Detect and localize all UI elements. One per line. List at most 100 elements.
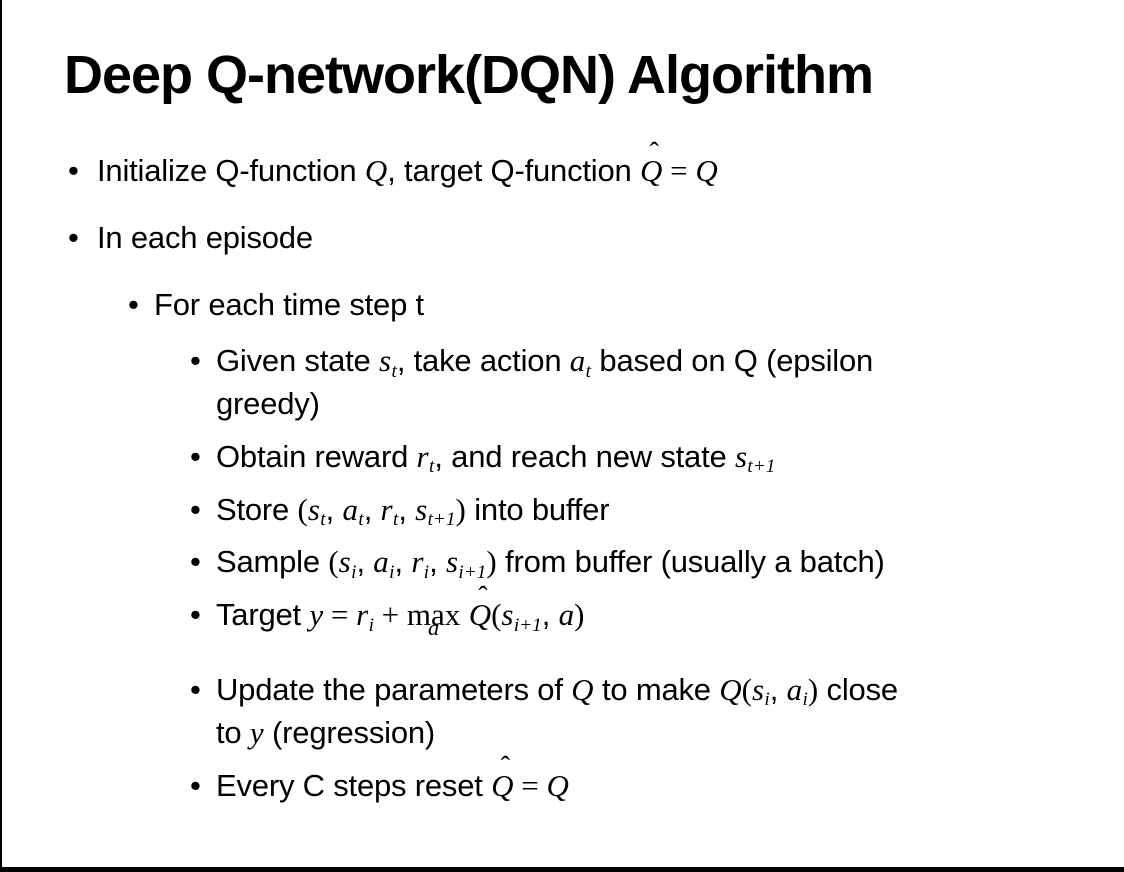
- bullet-marker: •: [128, 286, 139, 322]
- math-operator: =: [662, 153, 696, 189]
- math-symbol-with-subscript: st+1: [415, 491, 456, 531]
- text-run: from buffer (usually a batch): [496, 544, 885, 580]
- math-operator: ): [486, 544, 497, 580]
- text-run: Store: [216, 491, 298, 527]
- math-operator: +: [373, 597, 407, 633]
- math-operator: (: [328, 544, 339, 580]
- text-run: ,: [325, 491, 343, 527]
- math-symbol-with-subscript: si: [338, 544, 357, 583]
- bullet-item: •Store (st, at, rt, st+1) into buffer: [190, 489, 1086, 532]
- math-symbol: Q: [546, 767, 569, 803]
- text-run: Sample: [216, 544, 329, 580]
- bullet-item: • Given state st, take action at based on…: [190, 340, 1086, 426]
- bullet-item: • For each time step t: [128, 284, 1086, 327]
- text-run: ,: [769, 671, 787, 707]
- math-symbol-with-subscript: ai: [786, 671, 808, 711]
- math-symbol: Q: [571, 671, 594, 707]
- math-operator: (: [297, 491, 308, 527]
- hat-accent: ˆ: [649, 136, 659, 168]
- text-run: (regression): [263, 714, 436, 750]
- hat-accent: ˆ: [500, 751, 511, 783]
- text-run: [460, 597, 468, 632]
- max-label: max: [406, 597, 461, 633]
- text-run: Update the parameters of: [216, 671, 572, 707]
- text-run: For each time step t: [154, 286, 424, 322]
- bullet-marker: •: [68, 153, 79, 189]
- subscript: t: [428, 456, 435, 478]
- text-run: Target: [216, 597, 310, 633]
- text-run: into buffer: [465, 491, 610, 527]
- math-symbol: y: [309, 597, 324, 633]
- subscript: i: [802, 689, 808, 711]
- math-symbol-with-subscript: at: [569, 343, 591, 382]
- math-operator: (: [741, 671, 752, 707]
- text-run: ,: [429, 544, 446, 580]
- subscript: i+1: [513, 614, 542, 636]
- text-run: ,: [394, 544, 412, 580]
- text-run: , target Q-function: [387, 153, 640, 189]
- math-symbol: Q: [695, 153, 718, 189]
- math-operator: ): [807, 671, 819, 707]
- text-run: greedy): [216, 386, 320, 422]
- text-run: In each episode: [97, 219, 313, 255]
- math-symbol-with-subscript: ai: [373, 544, 395, 583]
- subscript: t: [392, 509, 399, 531]
- subscript: i: [351, 561, 357, 583]
- bullet-item: •Initialize Q-function Q, target Q-funct…: [68, 139, 1086, 193]
- bullet-marker: •: [190, 544, 201, 580]
- slide-title: Deep Q-network(DQN) Algorithm: [64, 45, 874, 105]
- bullet-marker: •: [68, 219, 79, 255]
- bullet-marker: •: [190, 671, 201, 707]
- subscript: t: [358, 509, 364, 531]
- text-run: to make: [593, 671, 720, 707]
- math-operator: =: [513, 767, 547, 803]
- text-run: ,: [398, 491, 416, 527]
- math-symbol-with-subscript: st: [379, 343, 397, 382]
- subscript: t: [585, 360, 591, 382]
- math-symbol: Q: [364, 153, 388, 189]
- text-run: , and reach new state: [434, 438, 735, 474]
- math-symbol-with-subscript: st: [307, 491, 326, 531]
- text-run: Obtain reward: [216, 438, 417, 474]
- math-operator: ): [574, 597, 585, 633]
- subscript: i: [389, 561, 395, 583]
- hat-accent: ˆ: [478, 581, 488, 613]
- math-symbol-with-subscript: si: [751, 671, 770, 711]
- bullet-list: •Initialize Q-function Q, target Q-funct…: [64, 139, 1086, 808]
- max-underscript: a: [428, 614, 440, 640]
- text-run: close: [818, 671, 899, 707]
- subscript: i: [368, 614, 374, 636]
- math-operator: (: [491, 597, 502, 633]
- bullet-marker: •: [190, 597, 201, 633]
- subscript: i+1: [458, 561, 487, 583]
- bullet-marker: •: [190, 438, 201, 474]
- bullet-item: •Obtain reward rt, and reach new state s…: [190, 436, 1086, 479]
- text-run: ,: [363, 491, 381, 527]
- math-operator: =: [323, 597, 357, 633]
- subscript: t: [320, 509, 326, 531]
- bullet-item: •Sample (si, ai, ri, si+1) from buffer (…: [190, 541, 1086, 584]
- bullet-marker: •: [190, 343, 201, 379]
- math-symbol-with-subscript: ri: [356, 597, 374, 636]
- math-symbol-with-subscript: st+1: [734, 438, 776, 478]
- text-run: , take action: [396, 343, 570, 379]
- bullet-item: • In each episode: [68, 217, 1086, 260]
- bullet-marker: •: [190, 491, 201, 527]
- text-run: Given state: [216, 343, 380, 379]
- subscript: t: [391, 360, 397, 382]
- subscript: t+1: [747, 456, 776, 478]
- math-symbol: y: [249, 714, 264, 750]
- math-operator: ): [455, 491, 466, 527]
- math-symbol-with-subscript: at: [342, 491, 364, 531]
- text-run: ,: [356, 544, 374, 580]
- math-symbol: a: [558, 597, 575, 633]
- subscript: i: [764, 689, 770, 711]
- text-run: based on Q (epsilon: [591, 343, 874, 379]
- slide-content: Deep Q-network(DQN) Algorithm •Initializ…: [2, 0, 1124, 807]
- text-run: ,: [541, 597, 559, 633]
